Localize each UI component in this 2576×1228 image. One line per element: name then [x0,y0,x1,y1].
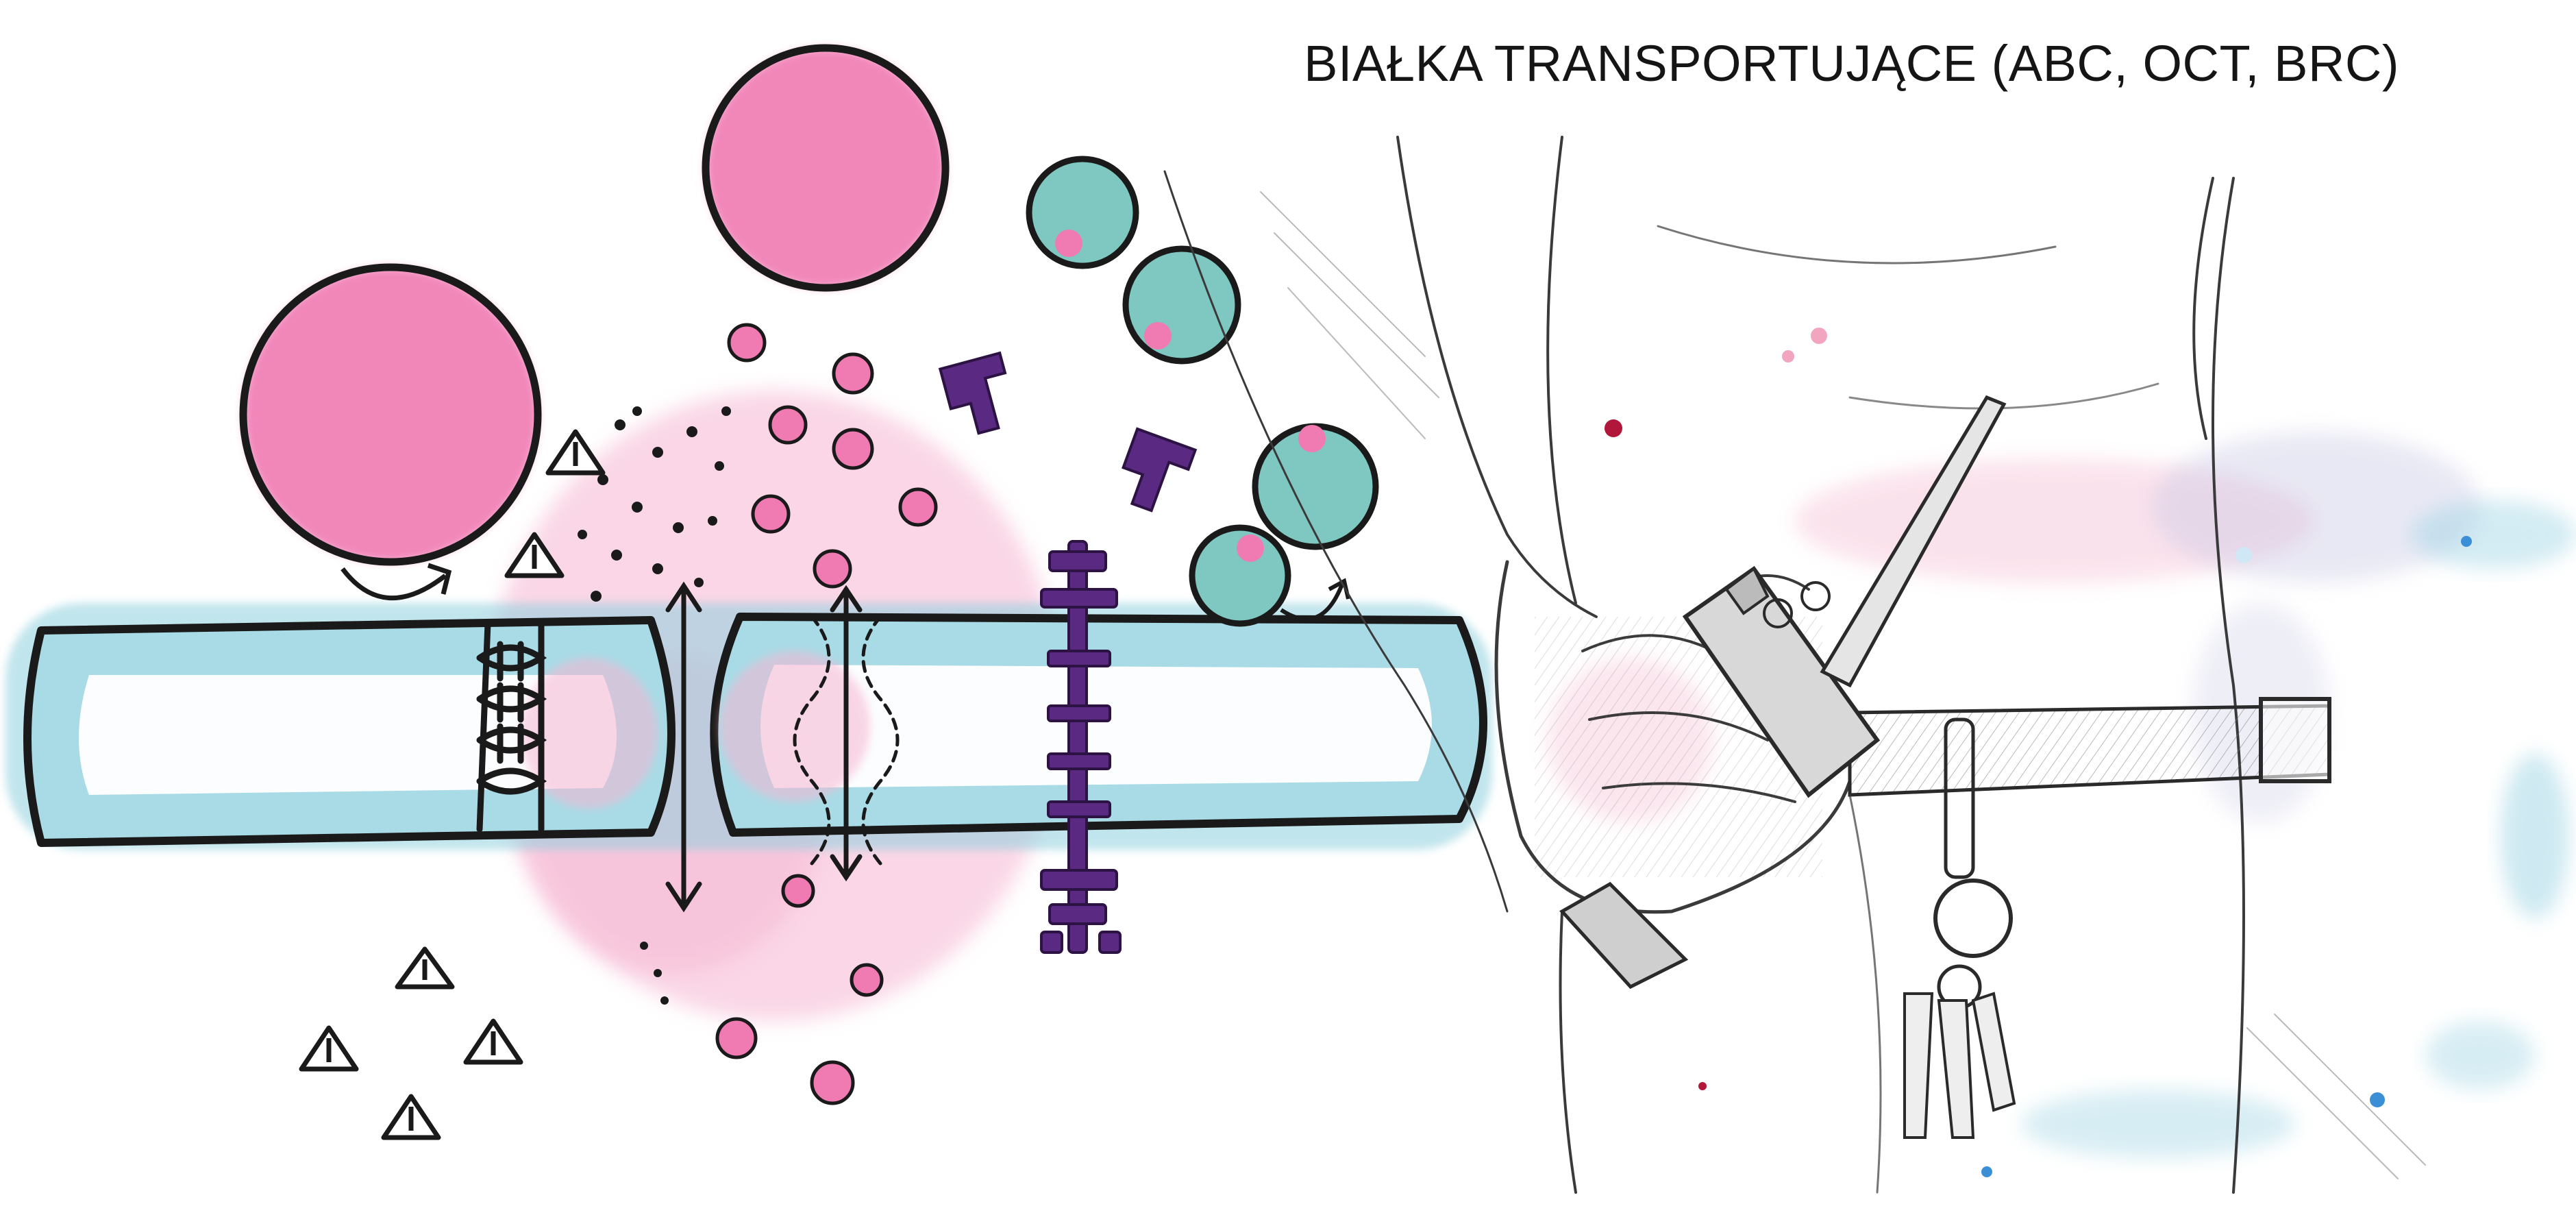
page-title: BIAŁKA TRANSPORTUJĄCE (ABC, OCT, BRC) [1304,34,2399,93]
cell-membrane [5,603,1492,850]
